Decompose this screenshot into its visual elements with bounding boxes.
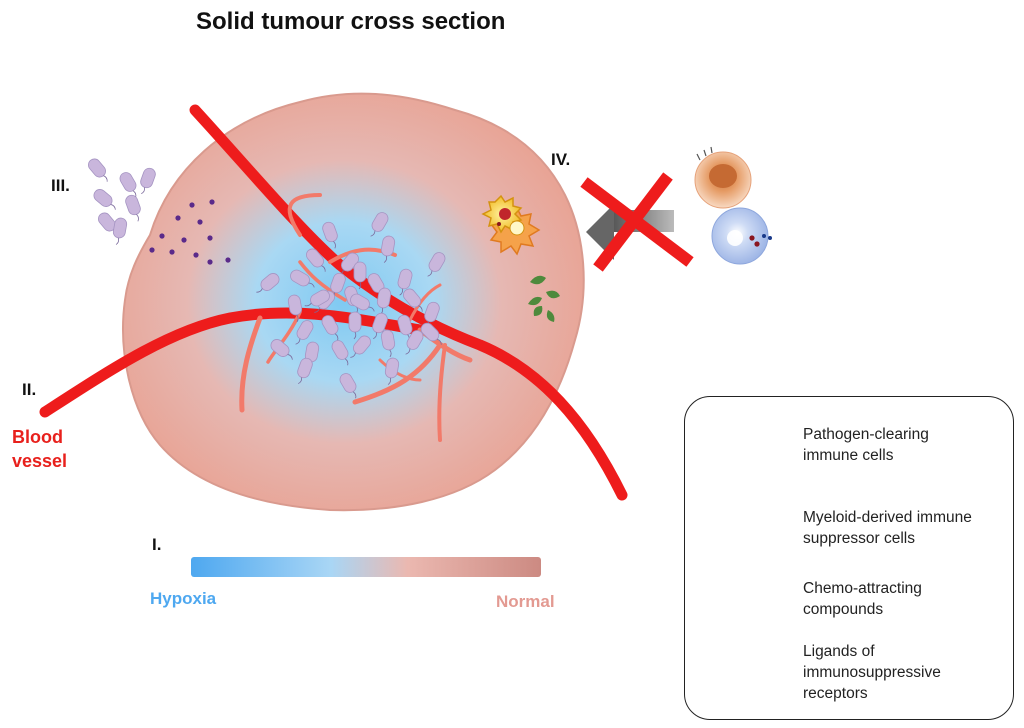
legend-item-line: suppressor cells <box>803 528 1008 549</box>
bacterium-icon <box>91 187 119 214</box>
normal-label: Normal <box>496 592 555 612</box>
blood-vessel-label-line2: vessel <box>12 449 67 473</box>
hypoxia-gradient-bar <box>191 557 541 577</box>
legend-item-ligands: Ligands of immunosuppressive receptors <box>803 641 1008 704</box>
blood-vessel-label: Blood vessel <box>12 425 67 473</box>
hypoxia-label: Hypoxia <box>150 589 216 609</box>
legend-item-chemo-compounds: Chemo-attracting compounds <box>803 578 1008 620</box>
bacterium-icon <box>86 156 113 184</box>
marker-iii: III. <box>51 176 70 196</box>
bacteria-outside-cluster <box>86 156 157 245</box>
legend-item-immune-cells: Pathogen-clearing immune cells <box>803 424 1008 466</box>
bacterium-icon <box>124 194 145 223</box>
legend-item-line: Ligands of <box>803 641 1008 662</box>
diagram-title: Solid tumour cross section <box>196 8 505 36</box>
legend-item-myeloid-cells: Myeloid-derived immune suppressor cells <box>803 507 1008 549</box>
legend-item-line: Myeloid-derived immune <box>803 507 1008 528</box>
marker-ii: II. <box>22 380 36 400</box>
legend-item-line: Chemo-attracting <box>803 578 1008 599</box>
legend-item-line: immune cells <box>803 445 1008 466</box>
immune-cells-outside <box>695 147 772 264</box>
marker-iv: IV. <box>551 150 570 170</box>
marker-i: I. <box>152 535 161 555</box>
blood-vessel-label-line1: Blood <box>12 425 67 449</box>
legend-item-line: Pathogen-clearing <box>803 424 1008 445</box>
legend-item-line: receptors <box>803 683 1008 704</box>
bacterium-icon <box>137 167 158 196</box>
legend-item-line: compounds <box>803 599 1008 620</box>
legend-item-line: immunosuppressive <box>803 662 1008 683</box>
